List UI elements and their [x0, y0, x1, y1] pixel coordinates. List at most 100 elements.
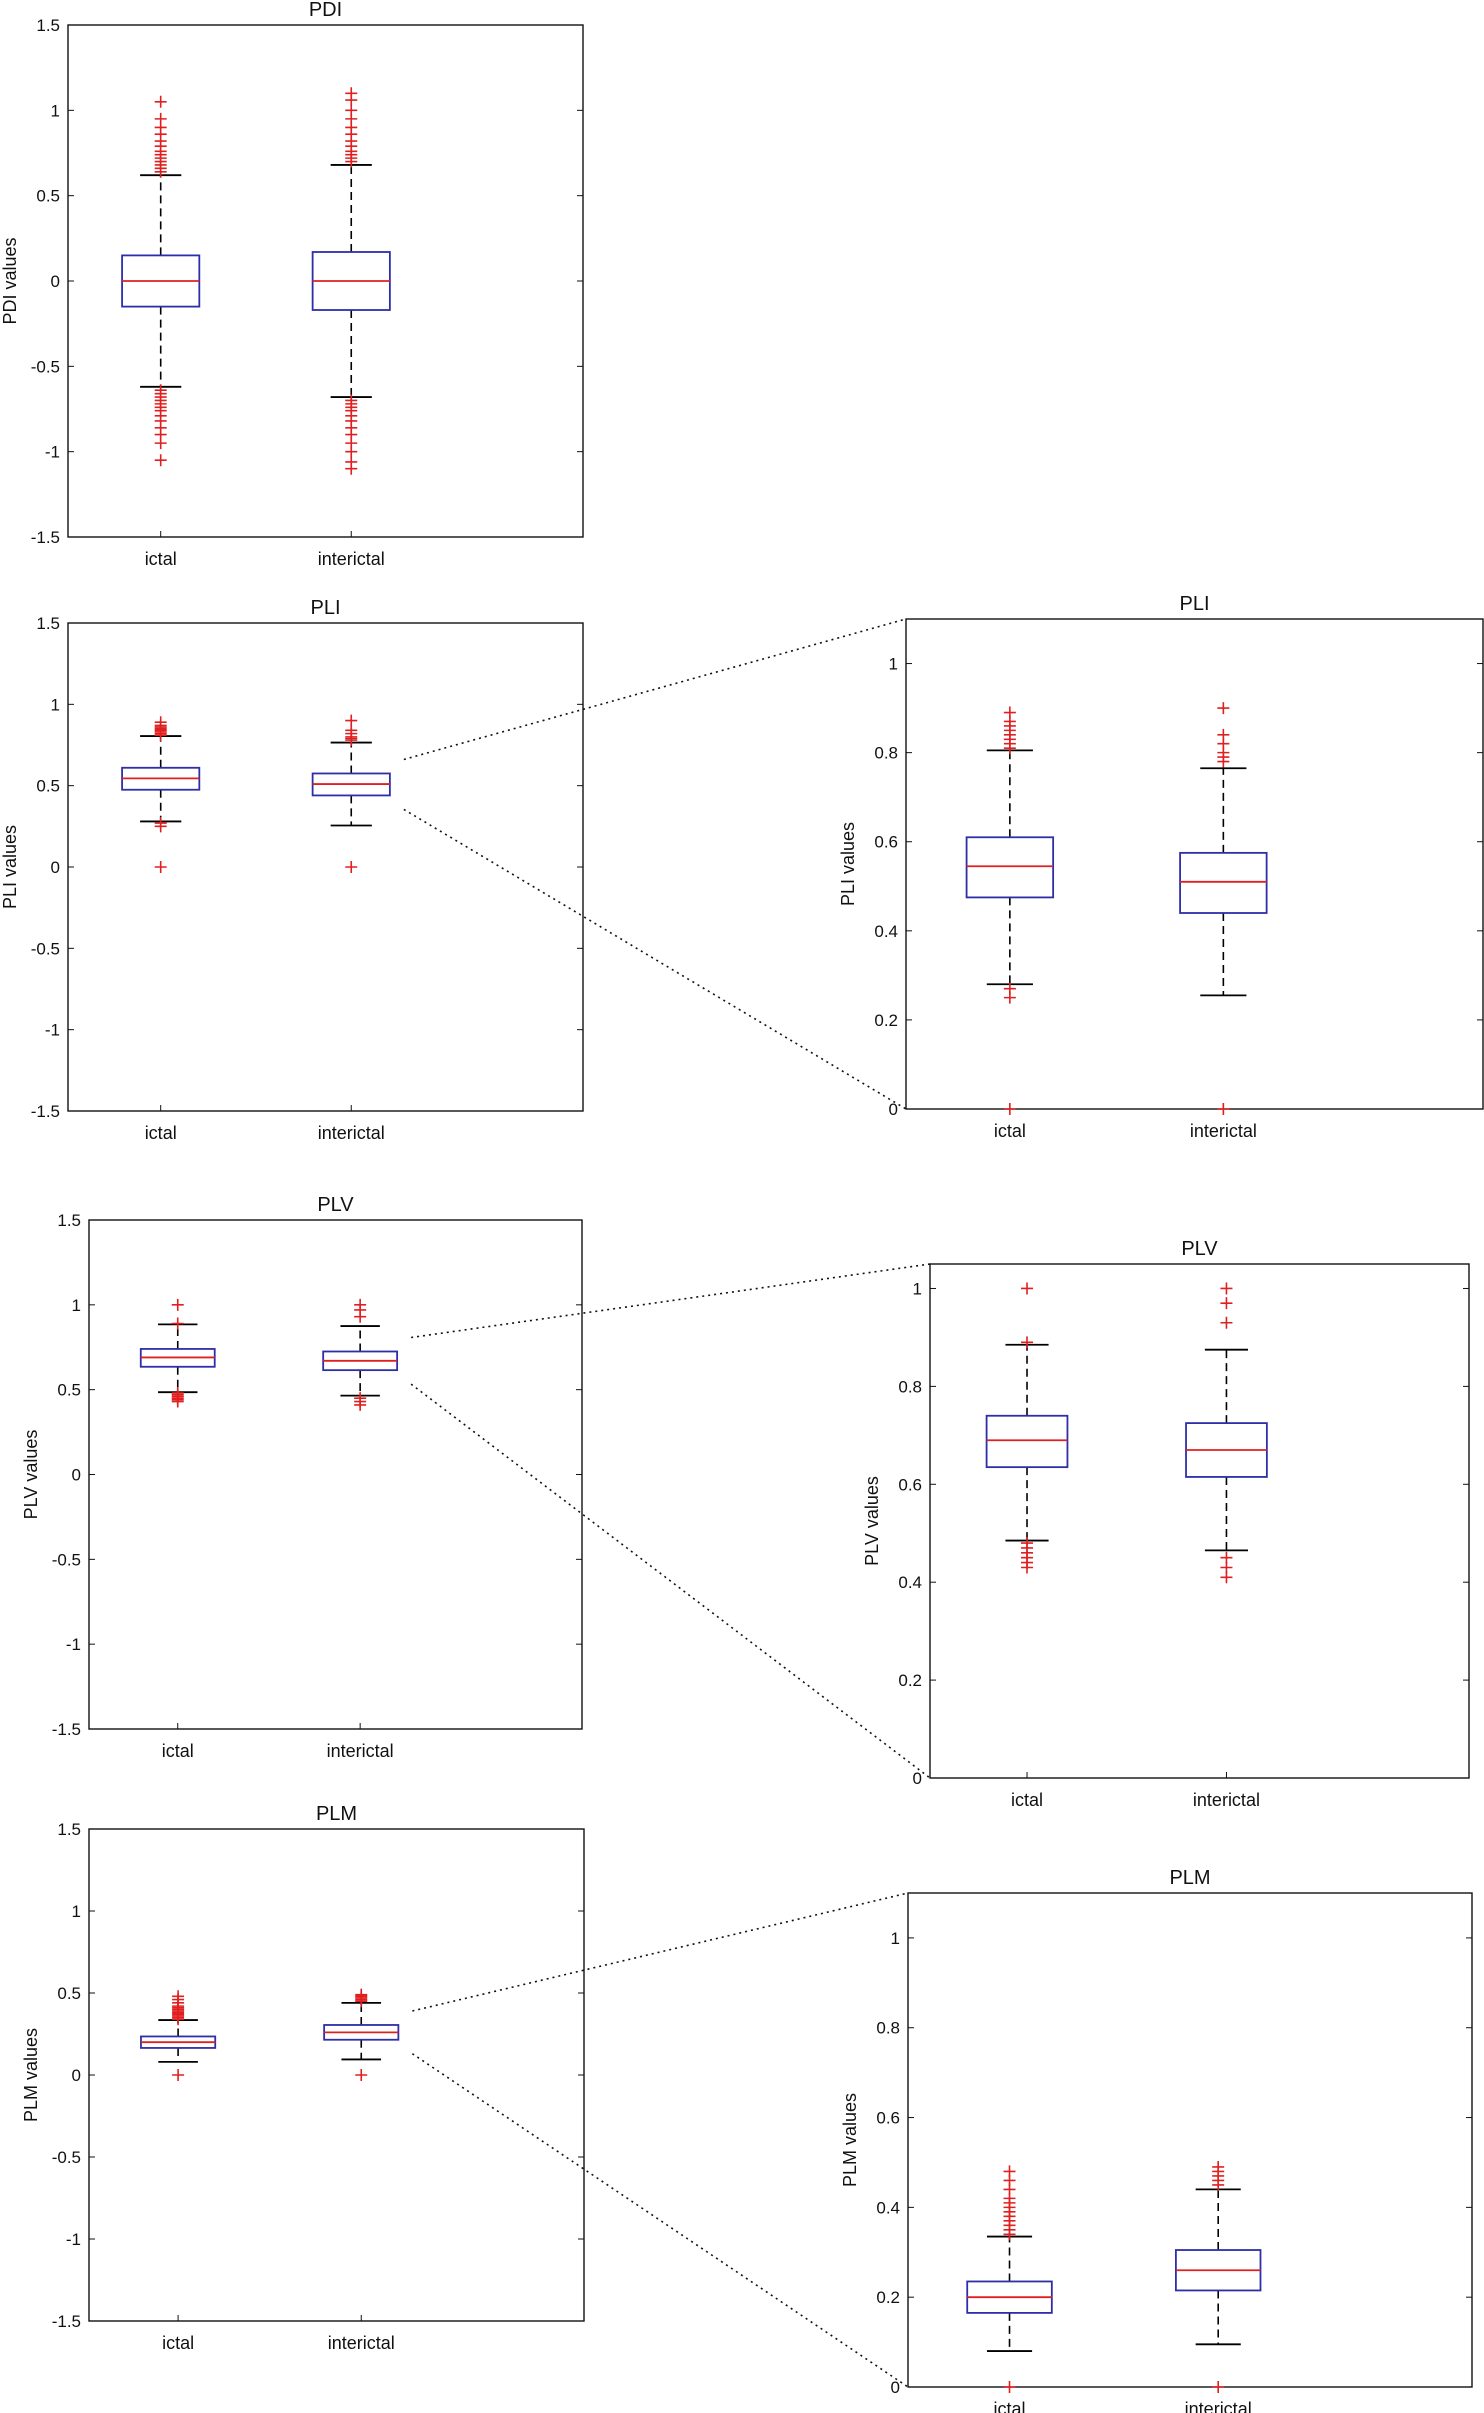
outlier-point: [345, 104, 358, 117]
y-tick-label: 0: [913, 1769, 922, 1788]
outlier-point: [1217, 728, 1230, 741]
y-tick-label: 1: [891, 1929, 900, 1948]
y-tick-label: 0.8: [876, 2019, 900, 2038]
y-tick-label: 0.4: [876, 2198, 900, 2217]
x-tick-label: interictal: [1185, 2399, 1252, 2413]
plot-frame: [88, 1219, 583, 1730]
chart-title: PLV: [1181, 1238, 1218, 1260]
y-tick-label: 1: [72, 1902, 81, 1921]
box-ictal: ictal: [121, 95, 201, 569]
plot-frame: [907, 1892, 1473, 2388]
x-tick-label: ictal: [994, 1121, 1026, 1141]
box-ictal: ictal: [966, 2165, 1053, 2413]
outlier-point: [1220, 1297, 1233, 1310]
outlier-point: [345, 455, 358, 468]
outlier-point: [154, 95, 167, 108]
y-axis-label: PLI values: [0, 825, 20, 909]
outlier-point: [171, 1298, 184, 1311]
zoom-connector-lower: [411, 2053, 909, 2388]
y-axis-label: PLM values: [21, 2028, 41, 2122]
y-tick-label: 0: [72, 2066, 81, 2085]
y-tick-label: -0.5: [52, 1550, 81, 1569]
x-tick-label: interictal: [328, 2333, 395, 2353]
y-tick-label: 0.8: [874, 744, 898, 763]
chart-title: PDI: [309, 0, 342, 21]
y-axis-label: PLV values: [21, 1430, 41, 1520]
iqr-box: [965, 836, 1055, 899]
outlier-point: [154, 817, 167, 830]
y-tick-label: 0.5: [36, 777, 60, 796]
y-tick-label: -1.5: [52, 2312, 81, 2331]
zoom-connector-lower: [403, 808, 907, 1110]
box-ictal: ictal: [139, 1298, 216, 1761]
iqr-box: [1179, 851, 1268, 914]
x-tick-label: interictal: [318, 1123, 385, 1143]
y-tick-label: 0.2: [898, 1671, 922, 1690]
box-interictal: interictal: [1185, 1282, 1268, 1810]
y-tick-label: 0: [891, 2378, 900, 2397]
y-tick-label: 1: [889, 655, 898, 674]
x-tick-label: interictal: [1193, 1790, 1260, 1810]
outlier-point: [1220, 1551, 1233, 1564]
box-interictal: interictal: [311, 87, 391, 569]
outlier-point: [1217, 702, 1230, 715]
y-tick-label: -0.5: [31, 939, 60, 958]
outlier-point: [1003, 2381, 1016, 2393]
outlier-point: [171, 1317, 184, 1330]
y-tick-label: -0.5: [52, 2148, 81, 2167]
y-tick-label: 0: [51, 272, 60, 291]
outlier-point: [1021, 1282, 1034, 1295]
outlier-point: [1212, 2160, 1225, 2173]
y-tick-label: 0.6: [898, 1475, 922, 1494]
x-tick-label: ictal: [162, 1741, 194, 1761]
y-tick-label: 0.5: [36, 187, 60, 206]
y-tick-label: 1.5: [57, 1211, 81, 1230]
y-tick-label: -1: [66, 2230, 81, 2249]
zoom-connector-upper: [412, 1892, 909, 2012]
y-axis-label: PLI values: [838, 822, 858, 906]
outlier-point: [154, 384, 167, 397]
outlier-point: [171, 1387, 184, 1400]
outlier-point: [1003, 706, 1016, 719]
plot-frame: [905, 618, 1484, 1110]
outlier-point: [1003, 982, 1016, 995]
y-tick-label: 0: [889, 1100, 898, 1119]
outlier-point: [1003, 1103, 1016, 1115]
y-tick-label: 1.5: [36, 16, 60, 35]
y-tick-label: 0.2: [876, 2288, 900, 2307]
y-tick-label: -1: [66, 1635, 81, 1654]
box-interictal: interictal: [1179, 702, 1268, 1141]
x-tick-label: ictal: [162, 2333, 194, 2353]
box-interictal: interictal: [322, 1298, 399, 1761]
outlier-point: [172, 2069, 185, 2081]
outlier-point: [154, 861, 167, 873]
outlier-point: [154, 112, 167, 125]
outlier-point: [154, 454, 167, 467]
outlier-point: [172, 1990, 185, 2003]
outlier-point: [1003, 2165, 1016, 2178]
y-tick-label: 0.2: [874, 1011, 898, 1030]
box-ictal: ictal: [985, 1282, 1069, 1810]
chart-title: PLI: [1179, 593, 1209, 615]
y-tick-label: 0.5: [57, 1984, 81, 2003]
y-tick-label: 0: [51, 858, 60, 877]
plot-frame: [67, 622, 584, 1112]
zoom-connector-upper: [411, 1263, 931, 1339]
x-tick-label: ictal: [1011, 1790, 1043, 1810]
box-ictal: ictal: [140, 1990, 217, 2353]
outlier-point: [345, 714, 358, 727]
outlier-point: [1021, 1336, 1034, 1349]
zoom-connector-lower: [410, 1383, 931, 1779]
outlier-point: [354, 1392, 367, 1405]
x-tick-label: ictal: [145, 1123, 177, 1143]
y-tick-label: -1.5: [31, 528, 60, 547]
y-tick-label: 1.5: [36, 614, 60, 633]
y-axis-label: PDI values: [0, 237, 20, 324]
outlier-point: [345, 861, 358, 873]
